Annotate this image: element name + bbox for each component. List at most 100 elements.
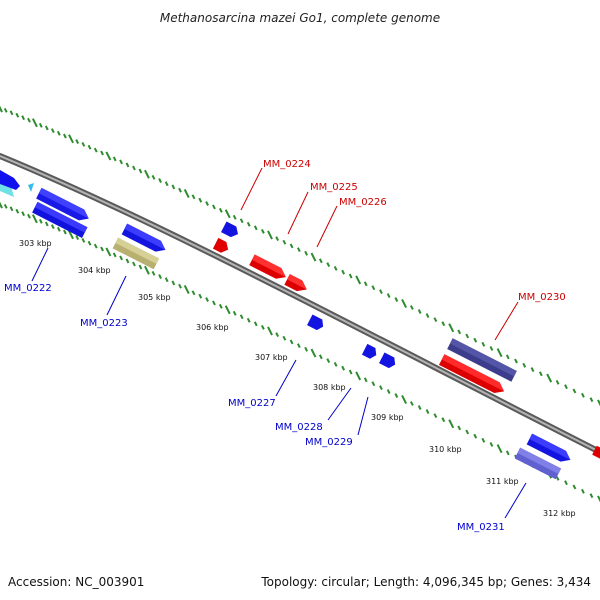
inner-track-minor-tick xyxy=(112,252,117,258)
inner-track-major-tick xyxy=(267,326,273,336)
inner-track-major-tick xyxy=(355,371,362,381)
leader-line-mm0225 xyxy=(287,191,309,235)
tick-label-306: 306 kbp xyxy=(196,323,229,332)
inner-track-minor-tick xyxy=(417,405,422,410)
inner-track-minor-tick xyxy=(386,389,391,394)
outer-track-minor-tick xyxy=(27,117,31,123)
leader-line-mm0228 xyxy=(327,387,352,421)
inner-track-minor-tick xyxy=(191,290,196,296)
outer-track-minor-tick xyxy=(112,156,117,162)
outer-track-minor-tick xyxy=(50,128,55,134)
outer-track-minor-tick xyxy=(125,162,130,168)
outer-track-minor-tick xyxy=(326,262,331,268)
outer-track-minor-tick xyxy=(465,333,470,339)
gene-arrow-mm0230-navy xyxy=(447,338,517,382)
inner-track-minor-tick xyxy=(289,339,294,345)
outer-track-minor-tick xyxy=(138,168,143,174)
outer-track-minor-tick xyxy=(417,309,422,314)
inner-track-minor-tick xyxy=(318,354,323,360)
outer-track-minor-tick xyxy=(239,218,244,224)
outer-track-minor-tick xyxy=(530,367,535,372)
inner-tick-track xyxy=(0,201,600,503)
inner-track-minor-tick xyxy=(564,480,568,486)
inner-track-minor-tick xyxy=(164,277,169,283)
outer-track-minor-tick xyxy=(348,273,353,279)
inner-track-minor-tick xyxy=(87,240,92,246)
inner-track-major-tick xyxy=(0,201,3,209)
tick-label-309: 309 kbp xyxy=(371,413,404,422)
outer-track-minor-tick xyxy=(522,362,527,368)
outer-track-minor-tick xyxy=(205,201,209,206)
kbp-tick-labels: 303 kbp 304 kbp 305 kbp 306 kbp 307 kbp … xyxy=(19,239,576,518)
outer-track-major-tick xyxy=(68,134,74,144)
inner-track-minor-tick xyxy=(138,264,143,270)
inner-track-major-tick xyxy=(31,214,38,224)
outer-track-minor-tick xyxy=(581,392,585,398)
inner-track-minor-tick xyxy=(119,255,123,261)
inner-track-minor-tick xyxy=(232,310,237,316)
outer-track-minor-tick xyxy=(178,187,182,193)
inner-track-minor-tick xyxy=(44,221,49,227)
outer-track-major-tick xyxy=(0,105,3,113)
inner-track-minor-tick xyxy=(151,270,156,276)
outer-track-minor-tick xyxy=(473,337,478,343)
outer-track-minor-tick xyxy=(100,150,104,156)
gene-arrow-right-edge xyxy=(592,445,600,460)
inner-track-minor-tick xyxy=(132,261,136,267)
inner-track-minor-tick xyxy=(198,293,203,299)
outer-track-minor-tick xyxy=(158,178,162,183)
inner-track-minor-tick xyxy=(212,300,216,306)
inner-track-major-tick xyxy=(448,419,455,429)
topology-text: Topology: circular; Length: 4,096,345 bp… xyxy=(260,575,591,589)
outer-track-minor-tick xyxy=(93,147,98,153)
tick-label-305: 305 kbp xyxy=(138,293,171,302)
gene-arrow-mm0226 xyxy=(284,274,307,292)
inner-track-minor-tick xyxy=(555,475,560,481)
outer-track-minor-tick xyxy=(514,358,518,364)
gene-label-mm0223: MM_0223 xyxy=(80,318,128,329)
outer-track-major-tick xyxy=(448,323,455,333)
outer-track-major-tick xyxy=(355,275,362,285)
inner-track-minor-tick xyxy=(246,317,251,323)
inner-track-minor-tick xyxy=(100,246,104,252)
outer-track-minor-tick xyxy=(538,371,543,377)
outer-track-minor-tick xyxy=(572,388,577,394)
inner-track-minor-tick xyxy=(433,413,438,419)
gene-label-mm0231: MM_0231 xyxy=(457,522,505,533)
inner-track-minor-tick xyxy=(75,235,80,240)
inner-track-minor-tick xyxy=(50,224,55,230)
gene-arrow-mm0231-lavender xyxy=(514,447,562,480)
leader-line-mm0230 xyxy=(494,301,519,341)
inner-track-minor-tick xyxy=(589,493,594,499)
inner-track-minor-tick xyxy=(239,314,244,320)
outer-track-minor-tick xyxy=(81,141,86,147)
outer-track-major-tick xyxy=(31,118,38,128)
inner-track-minor-tick xyxy=(171,280,176,286)
outer-track-minor-tick xyxy=(333,265,338,271)
gene-label-mm0222: MM_0222 xyxy=(4,283,52,294)
outer-track-major-tick xyxy=(105,151,112,161)
outer-track-major-tick xyxy=(597,399,600,407)
inner-track-minor-tick xyxy=(581,488,585,494)
inner-track-minor-tick xyxy=(253,321,258,327)
inner-track-major-tick xyxy=(496,444,503,454)
outer-track-minor-tick xyxy=(191,194,196,200)
inner-track-minor-tick xyxy=(93,243,98,249)
leader-line-mm0223 xyxy=(106,275,127,316)
tick-label-312: 312 kbp xyxy=(543,509,576,518)
outer-track-minor-tick xyxy=(260,228,265,234)
inner-track-minor-tick xyxy=(125,258,130,264)
inner-track-minor-tick xyxy=(425,409,430,414)
inner-track-major-tick xyxy=(183,285,190,295)
outer-track-minor-tick xyxy=(132,165,136,171)
outer-track-minor-tick xyxy=(363,281,368,287)
map-title: Methanosarcina mazei Go1, complete genom… xyxy=(160,11,440,25)
outer-track-minor-tick xyxy=(564,384,568,390)
inner-track-minor-tick xyxy=(282,335,287,341)
outer-track-major-tick xyxy=(144,169,150,179)
inner-track-minor-tick xyxy=(296,343,301,349)
outer-track-minor-tick xyxy=(589,397,594,403)
outer-track-minor-tick xyxy=(232,214,237,220)
leader-line-mm0222 xyxy=(31,247,49,282)
